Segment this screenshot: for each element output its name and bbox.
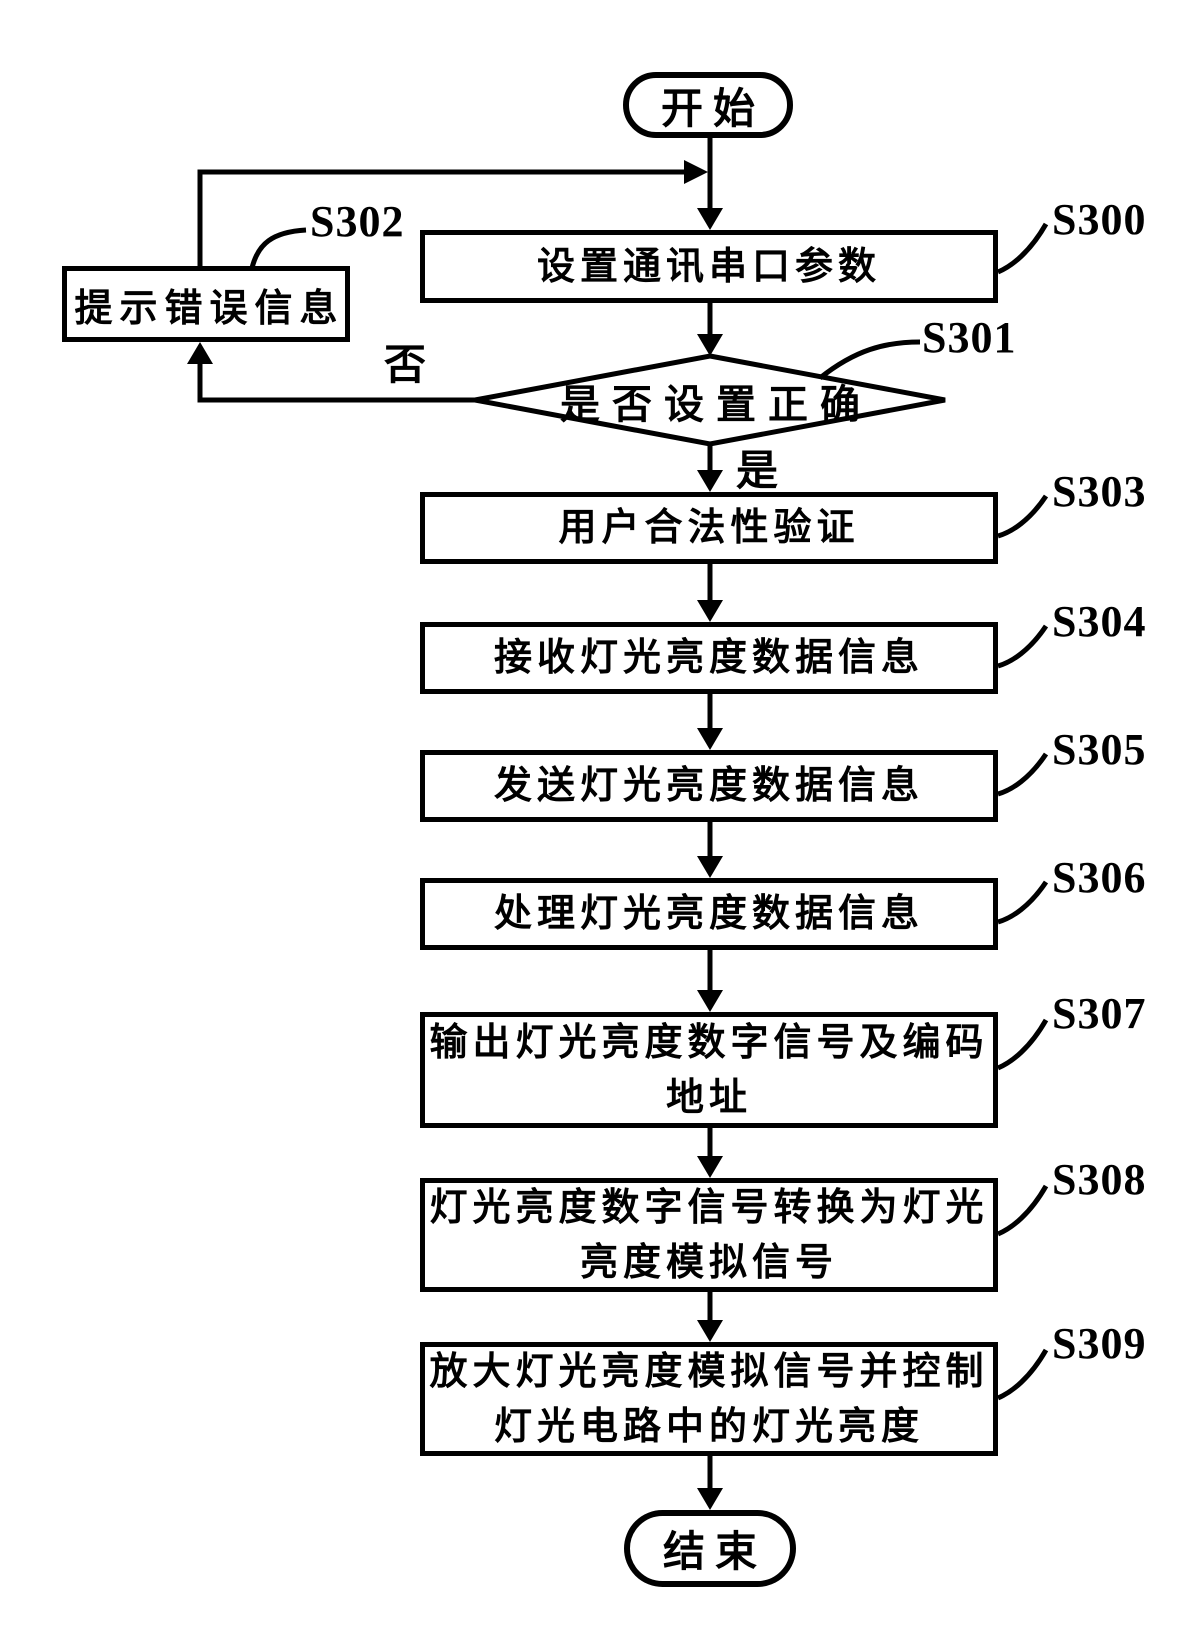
step-text-s303: 用户合法性验证 xyxy=(558,505,860,550)
leader-s300 xyxy=(996,222,1049,275)
leader-s309 xyxy=(996,1348,1049,1401)
arrowhead-into-s300 xyxy=(697,208,723,230)
yes-branch-label: 是 xyxy=(736,446,779,495)
decision-text: 是否设置正确 xyxy=(560,382,872,428)
step-text-s302: 提示错误信息 xyxy=(74,285,345,330)
step-text-s306: 处理灯光亮度数据信息 xyxy=(493,891,924,936)
arrowhead-into-s308 xyxy=(697,1156,723,1178)
leader-s303 xyxy=(997,494,1049,539)
step-box-s308: 灯光亮度数字信号转换为灯光亮度模拟信号 xyxy=(420,1178,998,1292)
start-label: 开始 xyxy=(660,83,765,133)
ref-label-s306: S306 xyxy=(1052,853,1147,902)
spine-arrows xyxy=(697,138,723,1510)
arrowhead-into-s309 xyxy=(697,1320,723,1342)
no-branch-loop xyxy=(187,160,708,403)
leader-s308 xyxy=(996,1184,1049,1237)
step-box-s302-error: 提示错误信息 xyxy=(62,266,350,342)
arrowhead-into-s302 xyxy=(187,342,213,364)
arrowhead-into-s307 xyxy=(697,990,723,1012)
arrowhead-into-s306 xyxy=(697,856,723,878)
step-text-s307: 输出灯光亮度数字信号及编码地址 xyxy=(429,1019,989,1119)
step-box-s300: 设置通讯串口参数 xyxy=(420,230,998,303)
reference-leader-lines xyxy=(249,222,1049,1401)
step-text-s305: 发送灯光亮度数据信息 xyxy=(493,763,924,808)
step-text-s304: 接收灯光亮度数据信息 xyxy=(493,635,924,680)
arrowhead-into-s304 xyxy=(697,600,723,622)
step-box-s309: 放大灯光亮度模拟信号并控制灯光电路中的灯光亮度 xyxy=(420,1342,998,1456)
end-label: 结束 xyxy=(662,1527,767,1576)
step-box-s304: 接收灯光亮度数据信息 xyxy=(420,622,998,694)
ref-label-s301: S301 xyxy=(922,313,1017,362)
ref-label-s309: S309 xyxy=(1052,1319,1147,1368)
start-terminal: 开始 xyxy=(623,72,793,138)
leader-s305 xyxy=(997,752,1049,797)
step-text-s309: 放大灯光亮度模拟信号并控制灯光电路中的灯光亮度 xyxy=(429,1348,989,1448)
step-text-s308: 灯光亮度数字信号转换为灯光亮度模拟信号 xyxy=(429,1184,989,1284)
step-box-s305: 发送灯光亮度数据信息 xyxy=(420,750,998,822)
leader-s306 xyxy=(997,880,1049,925)
end-terminal: 结束 xyxy=(624,1510,796,1587)
leader-s307 xyxy=(996,1018,1049,1071)
step-box-s306: 处理灯光亮度数据信息 xyxy=(420,878,998,950)
ref-label-s300: S300 xyxy=(1052,195,1147,244)
leader-s301 xyxy=(818,339,921,380)
arrowhead-into-end xyxy=(697,1488,723,1510)
leader-s304 xyxy=(997,624,1049,669)
ref-label-s307: S307 xyxy=(1052,989,1147,1038)
arrowhead-into-s305 xyxy=(697,728,723,750)
ref-label-s308: S308 xyxy=(1052,1155,1147,1204)
arrowhead-into-s303 xyxy=(697,470,723,492)
step-box-s307: 输出灯光亮度数字信号及编码地址 xyxy=(420,1012,998,1128)
ref-label-s304: S304 xyxy=(1052,597,1147,646)
ref-label-s302: S302 xyxy=(310,197,405,246)
arrowhead-merge-spine xyxy=(684,160,708,184)
leader-s302 xyxy=(249,227,307,269)
step-text-s300: 设置通讯串口参数 xyxy=(536,243,881,288)
ref-label-s303: S303 xyxy=(1052,467,1147,516)
arrowhead-into-decision xyxy=(697,334,723,356)
no-branch-label: 否 xyxy=(384,340,427,389)
step-box-s303: 用户合法性验证 xyxy=(420,492,998,564)
ref-label-s305: S305 xyxy=(1052,725,1147,774)
decision-diamond xyxy=(474,353,946,447)
